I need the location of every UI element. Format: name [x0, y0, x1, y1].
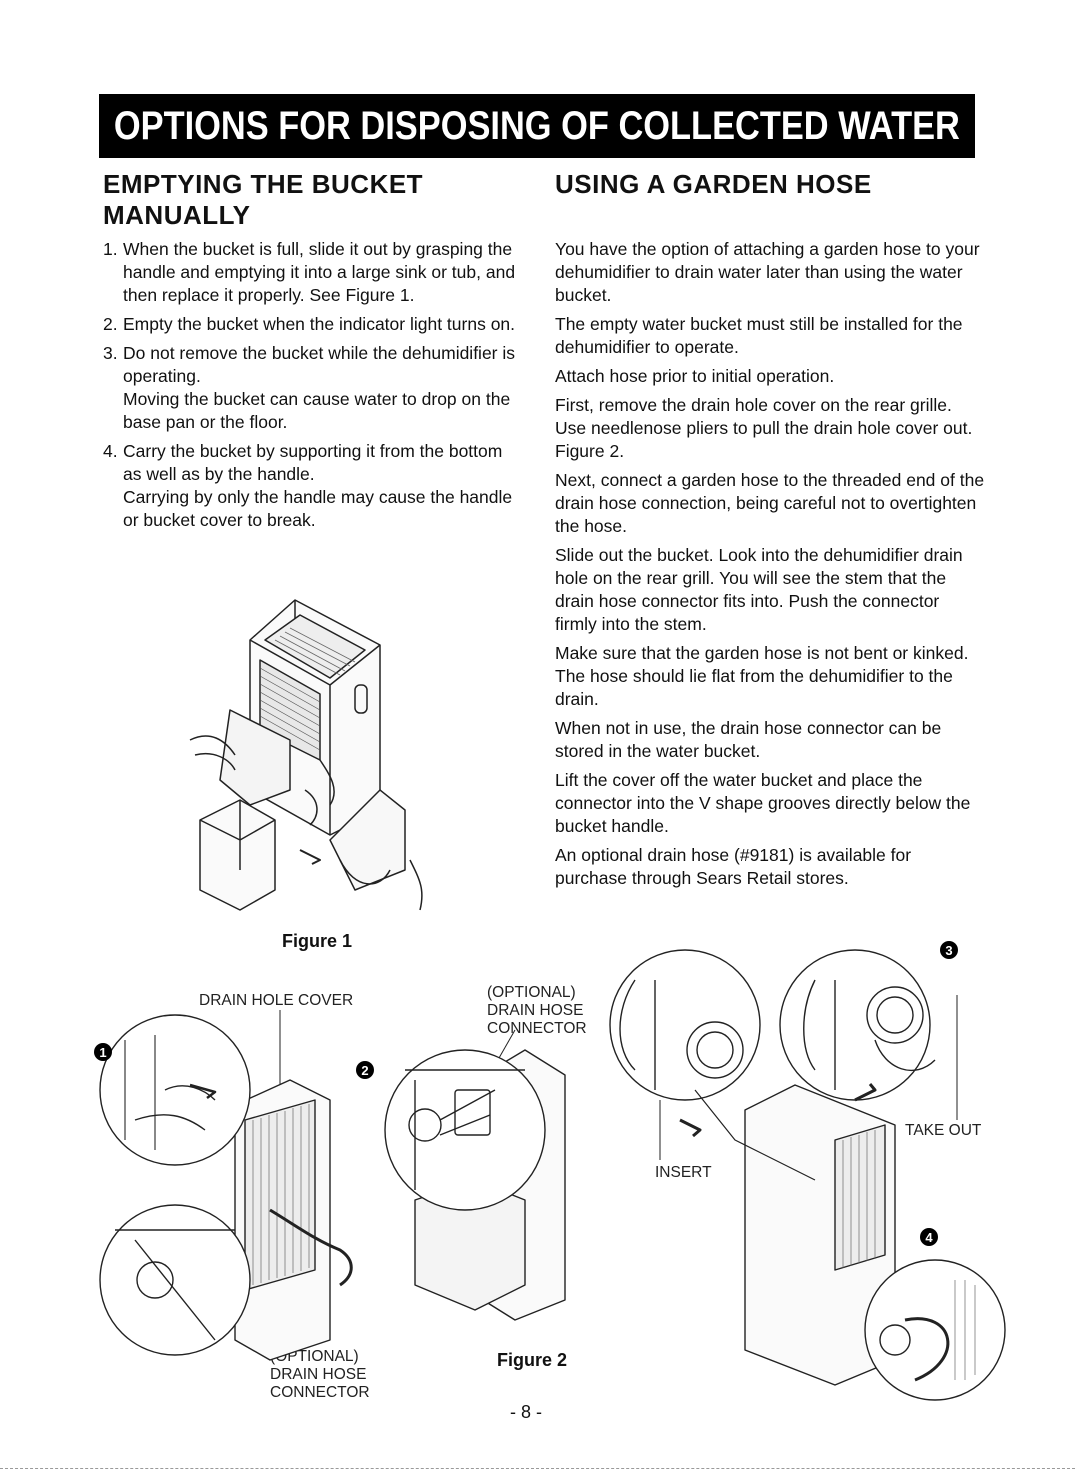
item-number: 4. — [103, 441, 118, 461]
item-text: Carrying by only the handle may cause th… — [123, 487, 513, 530]
paragraph: You have the option of attaching a garde… — [555, 239, 980, 305]
step-badge-4: 4 — [920, 1228, 938, 1246]
page-banner: OPTIONS FOR DISPOSING OF COLLECTED WATER — [99, 94, 975, 158]
right-instructions: You have the option of attaching a garde… — [555, 238, 985, 896]
left-instructions: 1. When the bucket is full, slide it out… — [103, 238, 523, 538]
left-heading-line1: EMPTYING THE BUCKET — [103, 169, 424, 199]
label-line: CONNECTOR — [270, 1384, 370, 1401]
figure2-illustration: 1 2 3 4 — [94, 941, 1006, 1401]
step-badge-3: 3 — [940, 941, 958, 959]
paragraph: When not in use, the drain hose connecto… — [555, 718, 942, 761]
list-item: 1. When the bucket is full, slide it out… — [103, 238, 523, 307]
item-text: Do not remove the bucket while the dehum… — [123, 343, 516, 386]
label-take-out: TAKE OUT — [905, 1122, 982, 1139]
item-number: 3. — [103, 343, 118, 363]
label-line: DRAIN HOSE — [487, 1002, 584, 1019]
list-item: 3. Do not remove the bucket while the de… — [103, 342, 523, 434]
paragraph: Slide out the bucket. Look into the dehu… — [555, 545, 963, 634]
instruction-list: 1. When the bucket is full, slide it out… — [103, 238, 523, 532]
bottom-divider — [0, 1468, 1075, 1469]
item-number: 1. — [103, 239, 118, 259]
svg-text:2: 2 — [361, 1063, 368, 1078]
label-line: CONNECTOR — [487, 1020, 587, 1037]
paragraph: Next, connect a garden hose to the threa… — [555, 470, 985, 536]
label-optional-connector-top: (OPTIONAL) DRAIN HOSE CONNECTOR — [487, 984, 587, 1038]
figure2-caption: Figure 2 — [497, 1350, 568, 1370]
item-text: Carry the bucket by supporting it from t… — [123, 441, 503, 484]
label-line: DRAIN HOSE — [270, 1366, 367, 1383]
svg-text:1: 1 — [99, 1045, 106, 1060]
figure1-illustration — [189, 599, 423, 911]
item-text: Moving the bucket can cause water to dro… — [123, 389, 511, 432]
label-line: (OPTIONAL) — [487, 984, 576, 1001]
right-heading: USING A GARDEN HOSE — [555, 169, 872, 199]
svg-text:4: 4 — [925, 1230, 933, 1245]
item-number: 2. — [103, 314, 118, 334]
paragraph: Make sure that the garden hose is not be… — [555, 643, 969, 709]
step-badge-1: 1 — [94, 1043, 112, 1061]
list-item: 2. Empty the bucket when the indicator l… — [103, 313, 523, 336]
list-item: 4. Carry the bucket by supporting it fro… — [103, 440, 523, 532]
svg-text:3: 3 — [945, 943, 952, 958]
figure1-caption: Figure 1 — [282, 931, 353, 951]
paragraph: The empty water bucket must still be ins… — [555, 314, 963, 357]
item-text: Empty the bucket when the indicator ligh… — [123, 314, 516, 334]
banner-title: OPTIONS FOR DISPOSING OF COLLECTED WATER — [114, 103, 961, 148]
item-text: When the bucket is full, slide it out by… — [123, 239, 516, 305]
paragraph: First, remove the drain hole cover on th… — [555, 395, 973, 461]
label-insert: INSERT — [655, 1164, 712, 1181]
label-drain-hole-cover: DRAIN HOLE COVER — [199, 992, 354, 1009]
left-heading-line2: MANUALLY — [103, 200, 251, 230]
page-number: - 8 - — [510, 1402, 543, 1422]
step-badge-2: 2 — [356, 1061, 374, 1079]
paragraph: Attach hose prior to initial operation. — [555, 366, 835, 386]
paragraph: Lift the cover off the water bucket and … — [555, 770, 971, 836]
paragraph: An optional drain hose (#9181) is availa… — [555, 845, 912, 888]
